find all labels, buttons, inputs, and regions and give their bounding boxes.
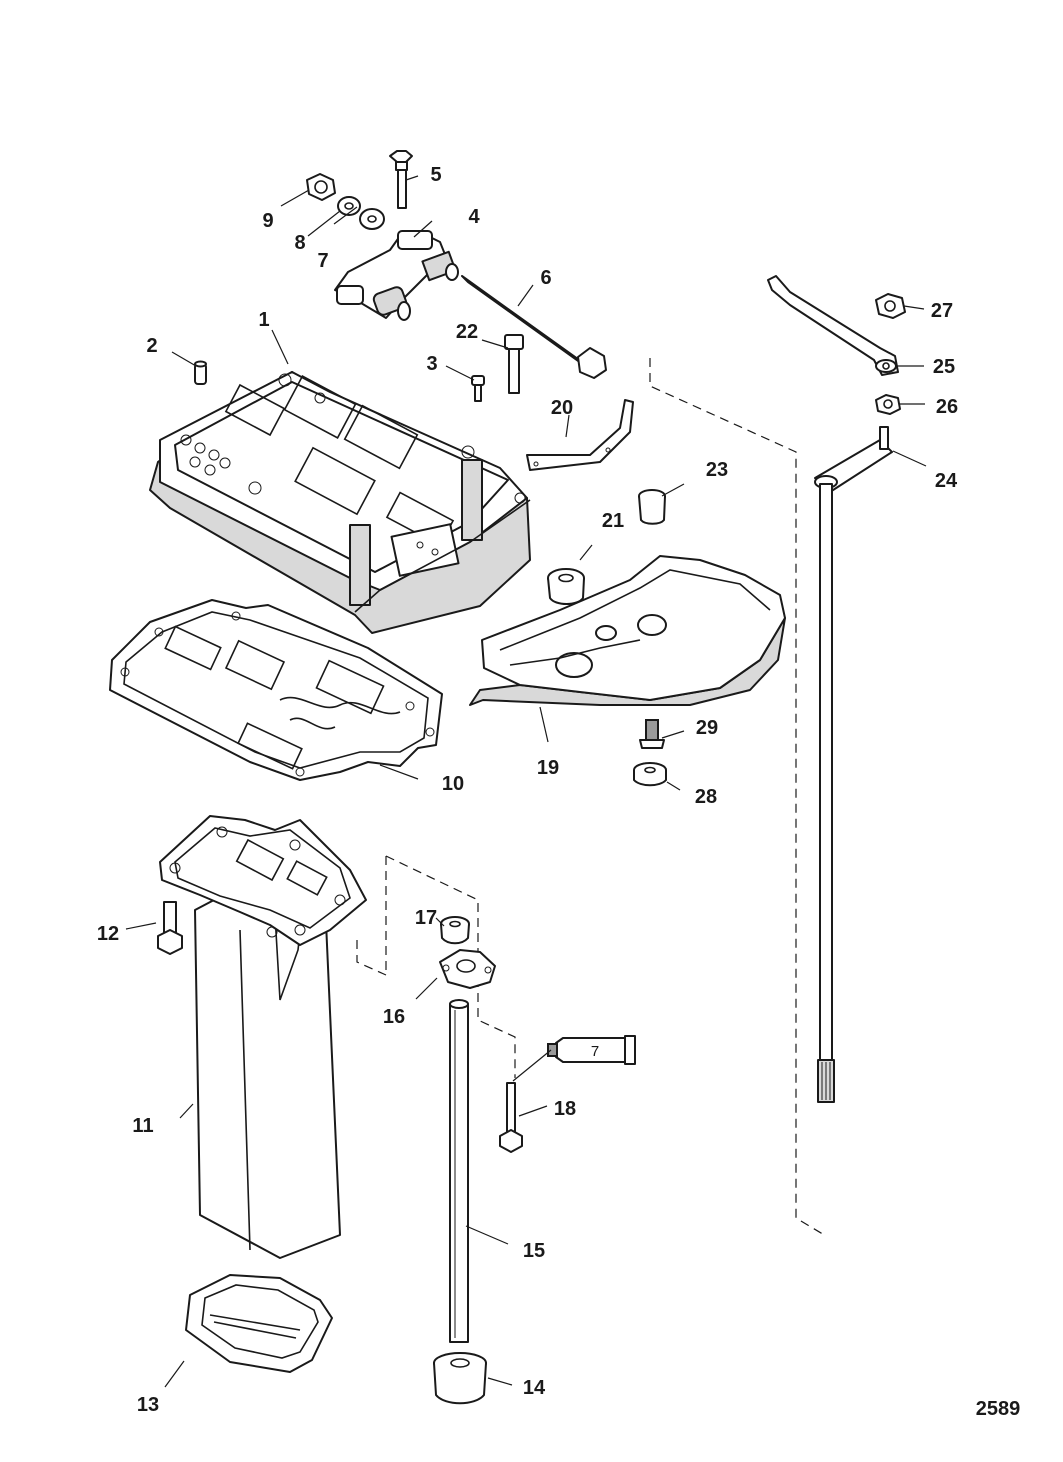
washer-part-8 [337, 196, 361, 216]
gasket-part-10 [109, 599, 443, 781]
callout-13: 13 [137, 1394, 159, 1416]
callout-1: 1 [258, 309, 269, 331]
callout-18: 18 [554, 1098, 576, 1120]
callout-6: 6 [540, 267, 551, 289]
callout-numbers: 1 2 3 4 5 6 7 8 9 10 11 12 13 14 15 16 1… [97, 164, 958, 1416]
callout-8: 8 [294, 232, 305, 254]
callout-29: 29 [696, 717, 718, 739]
driveshaft-alignment-line [649, 358, 827, 1237]
callout-17: 17 [415, 907, 437, 929]
callout-14: 14 [523, 1377, 546, 1399]
callout-25: 25 [933, 356, 955, 378]
screw-part-29 [639, 719, 665, 749]
adapter-alignment-line-left [356, 940, 387, 976]
shift-shaft-part-24 [814, 426, 893, 1103]
link-arm-part-25 [767, 275, 899, 376]
adapter-plate-part-1 [149, 371, 531, 634]
water-tube-part-15 [449, 999, 469, 1343]
nut-part-26 [875, 394, 901, 415]
callout-15: 15 [523, 1240, 545, 1262]
callout-3: 3 [426, 353, 437, 375]
callout-20: 20 [551, 397, 573, 419]
sealant-tube: 7 [547, 1035, 636, 1065]
alignment-lines [356, 358, 827, 1237]
callout-22: 22 [456, 321, 478, 343]
seal-part-13 [185, 1274, 333, 1373]
seal-part-17 [440, 916, 470, 945]
exhaust-tube-part-11 [159, 815, 367, 1259]
callout-28: 28 [695, 786, 717, 808]
washer-part-28 [633, 762, 667, 787]
callout-19: 19 [537, 757, 559, 779]
clip-part-20 [526, 399, 634, 471]
callout-2: 2 [146, 335, 157, 357]
callout-26: 26 [936, 396, 958, 418]
shaft-alignment-line [385, 855, 516, 1078]
grommet-part-21 [547, 568, 585, 605]
callout-11: 11 [132, 1115, 153, 1137]
bushing-part-23 [638, 489, 666, 525]
leader-lines [125, 175, 927, 1388]
figure-number: 2589 [976, 1398, 1021, 1420]
long-bolt-part-6 [461, 275, 607, 379]
sealant-tube-label: 7 [591, 1043, 599, 1060]
dowel-pin-part-2 [194, 360, 207, 385]
callout-7: 7 [317, 250, 328, 272]
cover-part-19 [469, 555, 786, 706]
nut-part-27 [875, 293, 906, 319]
bolt-part-5 [389, 150, 413, 209]
grommet-part-14 [433, 1352, 487, 1405]
nut-part-9 [306, 173, 336, 201]
callout-24: 24 [935, 470, 958, 492]
bracket-part-4 [334, 230, 459, 321]
retainer-part-16 [439, 949, 496, 989]
callout-10: 10 [442, 773, 464, 795]
callout-12: 12 [97, 923, 119, 945]
callout-27: 27 [931, 300, 953, 322]
callout-21: 21 [602, 510, 624, 532]
callout-5: 5 [430, 164, 441, 186]
callout-9: 9 [262, 210, 273, 232]
callout-23: 23 [706, 459, 728, 481]
bolt-part-18 [499, 1082, 523, 1153]
bolt-part-22 [504, 334, 524, 394]
callout-16: 16 [383, 1006, 405, 1028]
callout-4: 4 [468, 206, 480, 228]
bolt-part-12 [157, 901, 183, 955]
screw-part-3 [471, 375, 485, 402]
washer-part-7 [359, 208, 385, 230]
